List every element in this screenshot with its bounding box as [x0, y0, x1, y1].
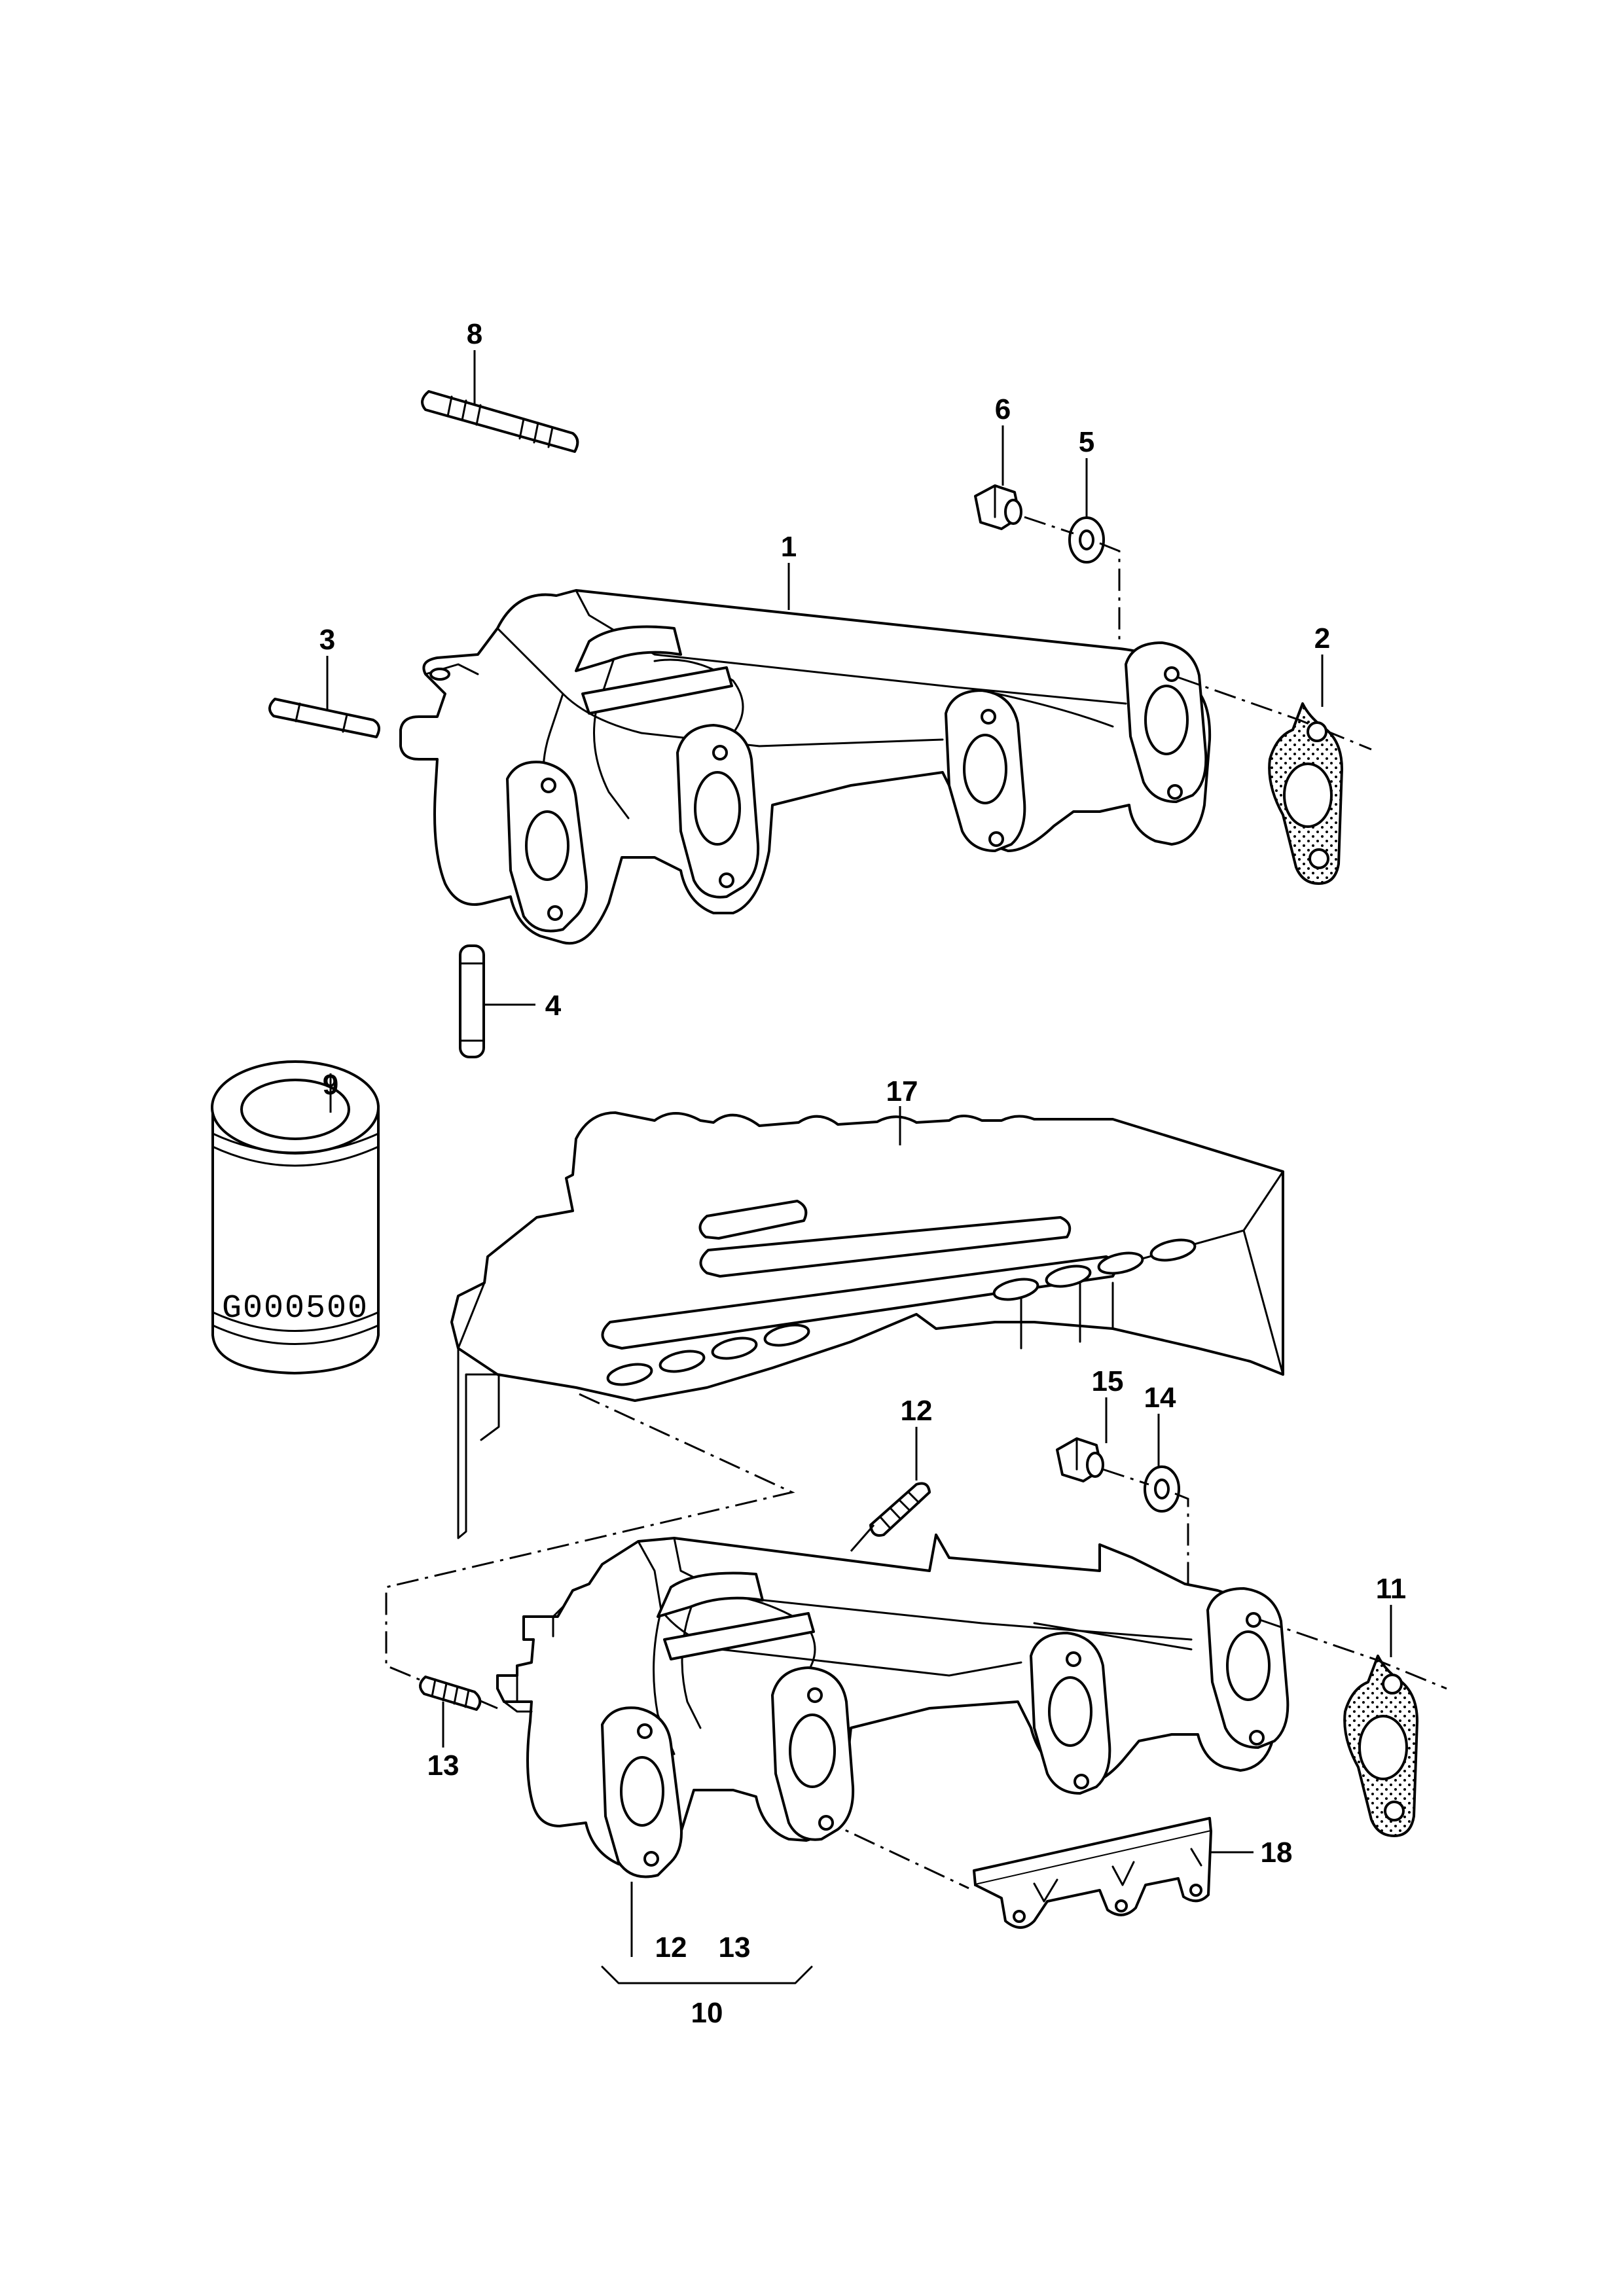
washer-part-5 [1068, 516, 1105, 564]
sealant-can-part-9: G000500 [211, 1060, 380, 1374]
callout-13-left: 13 [427, 1749, 460, 1782]
stud-short-part-3 [268, 698, 380, 738]
callout-1: 1 [781, 531, 797, 563]
hex-nut-part-15 [1056, 1437, 1104, 1482]
exhaust-manifold-part-10 [496, 1534, 1290, 1878]
callout-11: 11 [1376, 1573, 1407, 1605]
assembly-brace [601, 1965, 813, 1984]
callout-12-upper: 12 [901, 1395, 933, 1427]
callout-3: 3 [319, 624, 335, 656]
stud-part-12-upper [869, 1482, 931, 1537]
callout-12-group: 12 [655, 1931, 687, 1964]
callout-14: 14 [1144, 1382, 1176, 1414]
exhaust-manifold-part-1 [399, 589, 1212, 945]
washer-part-14 [1144, 1465, 1180, 1513]
callout-13-group: 13 [719, 1931, 751, 1964]
callout-10: 10 [691, 1997, 723, 2029]
retaining-clip-part-18 [973, 1817, 1212, 1929]
sealant-can-code: G000500 [222, 1290, 369, 1327]
heat-shield-part-17 [450, 1111, 1284, 1539]
stud-part-13 [419, 1676, 482, 1711]
callout-9: 9 [323, 1069, 338, 1101]
callout-4: 4 [545, 990, 562, 1022]
callout-5: 5 [1079, 426, 1094, 458]
gasket-part-2 [1268, 702, 1343, 885]
callout-6: 6 [995, 393, 1011, 425]
callout-18: 18 [1261, 1837, 1293, 1869]
callout-8: 8 [467, 318, 482, 350]
callout-15: 15 [1092, 1365, 1124, 1397]
stud-long-part-8 [421, 390, 579, 453]
callout-17: 17 [886, 1075, 918, 1107]
callout-2: 2 [1314, 622, 1330, 655]
gasket-part-11 [1343, 1655, 1418, 1837]
hex-nut-part-6 [974, 484, 1022, 530]
dowel-pin-part-4 [459, 944, 485, 1058]
